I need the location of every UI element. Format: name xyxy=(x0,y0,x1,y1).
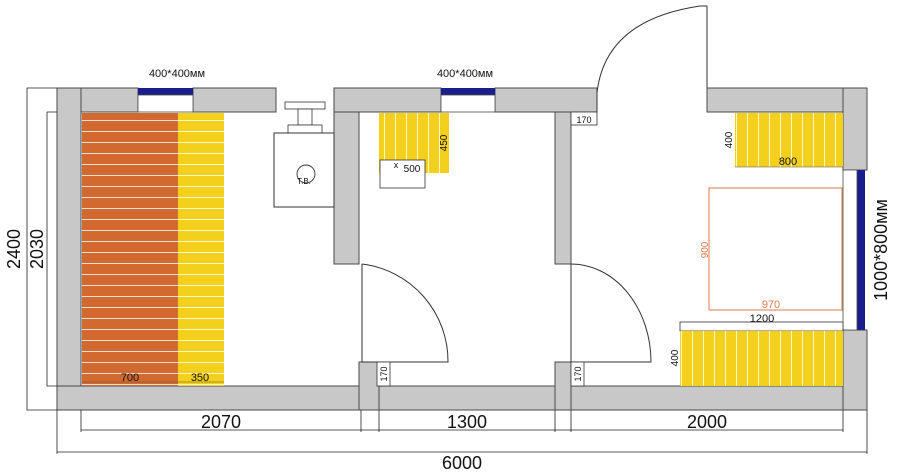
dim-inner-height-label: 2030 xyxy=(27,229,47,269)
dim-room-middle-label: 1300 xyxy=(447,412,487,432)
dim-room-left-label: 2070 xyxy=(201,412,241,432)
door-1-jamb-label: 170 xyxy=(379,366,389,381)
door-1-swing xyxy=(361,263,449,363)
wall-partition-1-lower xyxy=(358,361,380,411)
window-left xyxy=(138,88,193,95)
top-shelf-depth-label: 400 xyxy=(724,131,735,148)
dim-room-right-label: 2000 xyxy=(687,412,727,432)
window-middle-label: 400*400мм xyxy=(437,68,493,80)
wall-top-right xyxy=(706,87,868,113)
door-2-jamb xyxy=(570,361,585,387)
bench-upper-slats xyxy=(178,113,224,386)
dim-outer-height xyxy=(26,87,57,411)
shelf-marker: х xyxy=(394,160,399,170)
bench-lower-slats xyxy=(82,113,178,386)
dim-inner-height xyxy=(46,111,57,387)
outer-door-swing xyxy=(596,5,708,94)
outer-door-jamb-label: 170 xyxy=(576,115,591,125)
top-shelf-slats xyxy=(735,113,843,167)
bench-upper-label: 350 xyxy=(191,372,209,384)
dim-outer-height-label: 2400 xyxy=(4,229,24,269)
window-middle xyxy=(441,88,495,95)
window-right xyxy=(857,170,865,330)
left-benches: 700 350 xyxy=(82,113,224,386)
wall-partition-2-upper xyxy=(554,111,572,265)
window-left-opening xyxy=(137,94,194,113)
wall-bottom xyxy=(56,385,868,411)
table-height-label: 900 xyxy=(700,241,711,258)
shelf-length-label: 500 xyxy=(404,164,421,175)
bottom-bench-depth-label: 400 xyxy=(670,349,681,366)
table-length-label: 970 xyxy=(762,299,780,311)
door-2-swing xyxy=(570,263,652,363)
wall-right-upper xyxy=(842,87,868,171)
door-2-jamb-label: 170 xyxy=(573,366,583,381)
door-1-jamb xyxy=(376,361,391,387)
window-right-label: 1000*800мм xyxy=(871,199,891,301)
stove: Т.В. xyxy=(273,101,335,208)
walls xyxy=(56,87,868,411)
wall-top-middle-b xyxy=(494,87,598,113)
wall-partition-1-upper xyxy=(333,87,360,265)
stove-tank-icon xyxy=(296,164,316,184)
shelf-step xyxy=(379,159,426,189)
table-outline xyxy=(708,187,843,311)
stove-pipe-top xyxy=(284,101,326,110)
top-shelf-length-label: 800 xyxy=(779,156,797,168)
doors: 170 170 170 xyxy=(361,5,708,387)
wall-left xyxy=(56,87,82,411)
wall-right-lower xyxy=(842,329,868,411)
window-middle-opening xyxy=(440,94,496,113)
right-furniture: 800 400 900 970 1200 400 xyxy=(670,113,844,386)
dimensions: 2400 2030 2070 1300 2000 6000 xyxy=(4,87,868,473)
window-left-label: 400*400мм xyxy=(149,68,205,80)
bottom-bench-slats xyxy=(680,331,843,386)
middle-shelf: х 500 450 xyxy=(379,113,450,189)
windows: 400*400мм 400*400мм 1000*800мм xyxy=(137,68,891,331)
dim-total-width-label: 6000 xyxy=(442,453,482,473)
bottom-bench-length-label: 1200 xyxy=(750,313,774,325)
wall-top-middle-a xyxy=(333,87,442,113)
wall-top-left-b xyxy=(192,87,277,113)
window-right-opening xyxy=(842,169,858,331)
shelf-depth-label: 450 xyxy=(439,134,450,151)
wall-partition-2-lower xyxy=(554,361,572,411)
stove-label: Т.В. xyxy=(297,177,311,186)
stove-pipe xyxy=(297,108,313,126)
stove-collar xyxy=(287,124,323,134)
outer-door-jamb xyxy=(570,111,598,126)
bench-lower-label: 700 xyxy=(121,372,139,384)
